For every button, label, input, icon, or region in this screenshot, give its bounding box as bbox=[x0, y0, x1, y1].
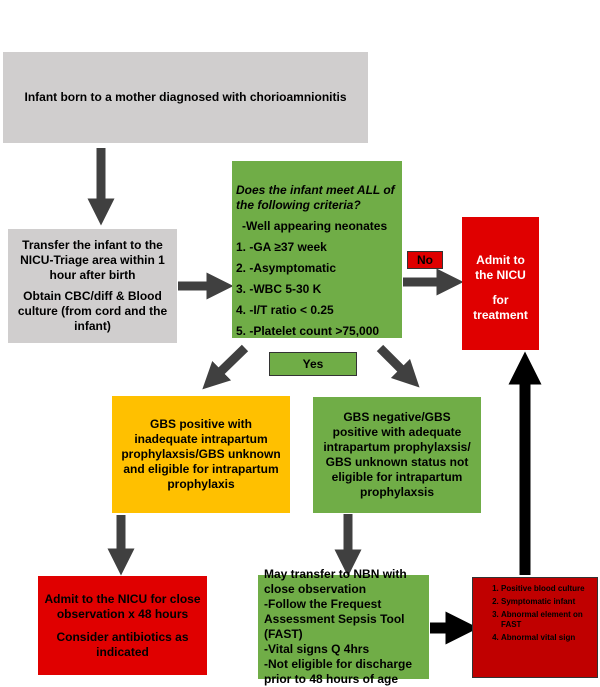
nbn-line: May transfer to NBN with close observati… bbox=[264, 567, 407, 596]
criteria-item: 3. -WBC 5-30 K bbox=[236, 282, 322, 296]
warning-sign-item: Abnormal vital sign bbox=[501, 633, 593, 643]
criteria-item: 2. -Asymptomatic bbox=[236, 261, 337, 275]
admit-nicu-title: Admit to the NICU bbox=[475, 253, 526, 282]
start-box: Infant born to a mother diagnosed with c… bbox=[3, 52, 368, 143]
warning-sign-item: Positive blood culture bbox=[501, 584, 593, 594]
gbs-negative-box: GBS negative/GBS positive with adequate … bbox=[313, 397, 481, 513]
gbs-positive-box: GBS positive with inadequate intrapartum… bbox=[112, 396, 290, 513]
transfer-box: Transfer the infant to the NICU-Triage a… bbox=[8, 229, 177, 343]
arrow-criteria-to-gbs-positive bbox=[202, 344, 249, 390]
criteria-item: 4. -I/T ratio < 0.25 bbox=[236, 303, 334, 317]
admit-close-observation-text: Admit to the NICU for close observation … bbox=[44, 591, 201, 621]
warning-sign-item: Symptomatic infant bbox=[501, 597, 593, 607]
no-label: No bbox=[407, 251, 443, 269]
arrow-criteria-to-gbs-negative bbox=[376, 344, 420, 388]
admit-nicu-box: Admit to the NICU for treatment bbox=[462, 217, 539, 350]
criteria-item: 5. -Platelet count >75,000 bbox=[236, 324, 380, 338]
yes-label: Yes bbox=[269, 352, 357, 376]
start-text: Infant born to a mother diagnosed with c… bbox=[24, 90, 347, 104]
warning-signs-box: Positive blood culture Symptomatic infan… bbox=[472, 577, 598, 678]
criteria-box: Does the infant meet ALL of the followin… bbox=[232, 161, 402, 338]
nbn-line: -Vital signs Q 4hrs bbox=[264, 642, 370, 656]
criteria-lead: -Well appearing neonates bbox=[242, 219, 388, 233]
criteria-item: 1. -GA ≥37 week bbox=[236, 240, 327, 254]
warning-signs-list: Positive blood culture Symptomatic infan… bbox=[477, 584, 593, 643]
admit-nicu-subtitle: for treatment bbox=[473, 293, 528, 322]
consider-antibiotics-text: Consider antibiotics as indicated bbox=[56, 629, 189, 659]
nbn-box: May transfer to NBN with close observati… bbox=[258, 567, 429, 686]
criteria-question: Does the infant meet ALL of the followin… bbox=[236, 183, 395, 212]
warning-sign-item: Abnormal element on FAST bbox=[501, 610, 593, 630]
obtain-cultures-instruction: Obtain CBC/diff & Blood culture (from co… bbox=[17, 289, 168, 333]
yes-label-text: Yes bbox=[302, 357, 324, 371]
gbs-positive-text: GBS positive with inadequate intrapartum… bbox=[121, 417, 281, 491]
transfer-instruction: Transfer the infant to the NICU-Triage a… bbox=[20, 238, 165, 282]
admit-close-observation-box: Admit to the NICU for close observation … bbox=[38, 576, 207, 675]
no-label-text: No bbox=[417, 253, 433, 267]
gbs-negative-text: GBS negative/GBS positive with adequate … bbox=[323, 410, 471, 499]
nbn-line: -Follow the Frequest Assessment Sepsis T… bbox=[264, 597, 405, 641]
